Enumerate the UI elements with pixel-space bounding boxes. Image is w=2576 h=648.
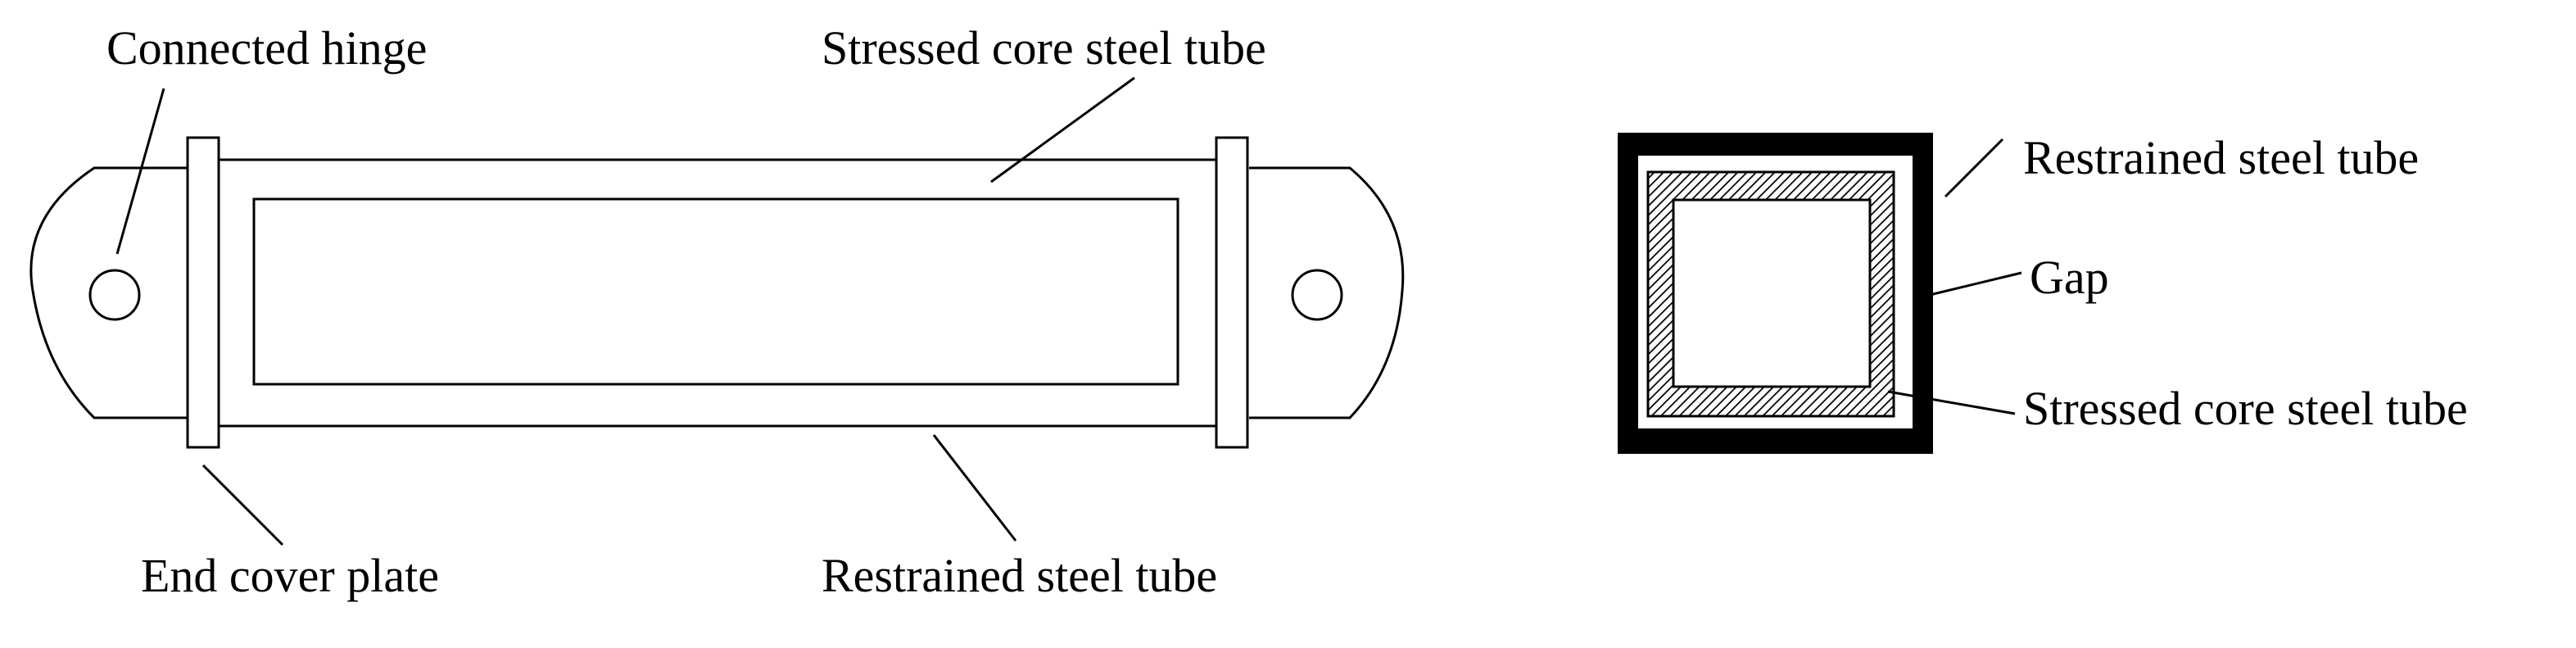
leader-end-cover-plate xyxy=(201,464,284,546)
label-restrained-bottom: Restrained steel tube xyxy=(822,549,1217,602)
leader-stressed-core-top xyxy=(990,76,1135,184)
label-stressed-core-right: Stressed core steel tube xyxy=(2023,382,2468,435)
leader-restrained-bottom xyxy=(932,434,1017,542)
side-leader-lines xyxy=(115,76,1135,546)
restrained-tube-outline xyxy=(217,158,1218,428)
right-end-plate xyxy=(1249,166,1405,419)
label-gap: Gap xyxy=(2030,251,2109,304)
section-leader-lines xyxy=(1887,138,2022,415)
brace-side-view xyxy=(29,136,1405,449)
label-stressed-core-top: Stressed core steel tube xyxy=(822,21,1266,75)
leader-restrained-right xyxy=(1944,138,2004,198)
leader-stressed-core-right xyxy=(1887,390,2016,415)
cross-section xyxy=(1618,133,1933,454)
leader-gap xyxy=(1929,271,2022,297)
left-hinge-hole xyxy=(88,269,141,321)
label-restrained-right: Restrained steel tube xyxy=(2023,131,2419,184)
right-end-cover-plate xyxy=(1215,136,1249,449)
core-tube-hollow xyxy=(1672,198,1872,388)
leader-connected-hinge xyxy=(115,88,165,255)
label-connected-hinge: Connected hinge xyxy=(106,21,427,75)
core-tube-outline xyxy=(252,197,1179,386)
left-end-cover-plate xyxy=(186,136,220,449)
label-end-cover-plate: End cover plate xyxy=(141,549,439,602)
left-end-plate xyxy=(29,166,188,419)
right-hinge-hole xyxy=(1291,269,1343,321)
